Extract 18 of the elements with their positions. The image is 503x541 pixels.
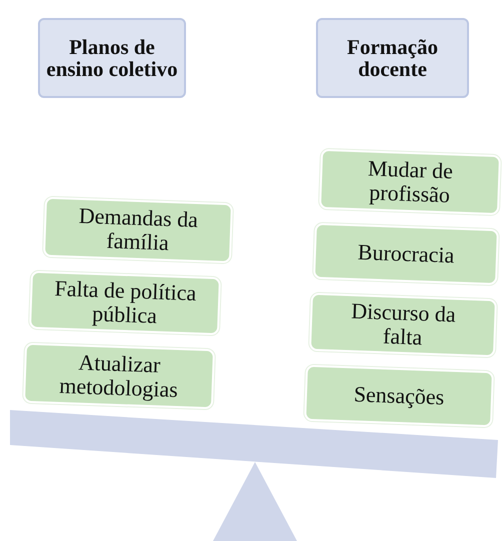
- label-text: Discurso da falta: [350, 298, 458, 352]
- heading-box: [316, 18, 469, 98]
- label-card: [309, 292, 497, 358]
- label-card: [319, 148, 501, 216]
- heading-text: Planos de ensino coletivo: [45, 36, 179, 80]
- label-text: Falta de política pública: [53, 276, 198, 330]
- label-text: Burocracia: [356, 240, 456, 268]
- label-text: Mudar de profissão: [366, 154, 454, 210]
- label-card: [23, 342, 215, 410]
- label-card: [29, 270, 221, 336]
- label-card: [43, 196, 233, 264]
- label-text: Sensações: [352, 382, 446, 410]
- label-card: [304, 364, 494, 428]
- label-text: Atualizar metodologias: [58, 348, 180, 404]
- label-card: [313, 222, 499, 286]
- heading-text: Formação docente: [346, 36, 439, 80]
- heading-box: [38, 18, 186, 98]
- label-text: Demandas da família: [77, 202, 200, 258]
